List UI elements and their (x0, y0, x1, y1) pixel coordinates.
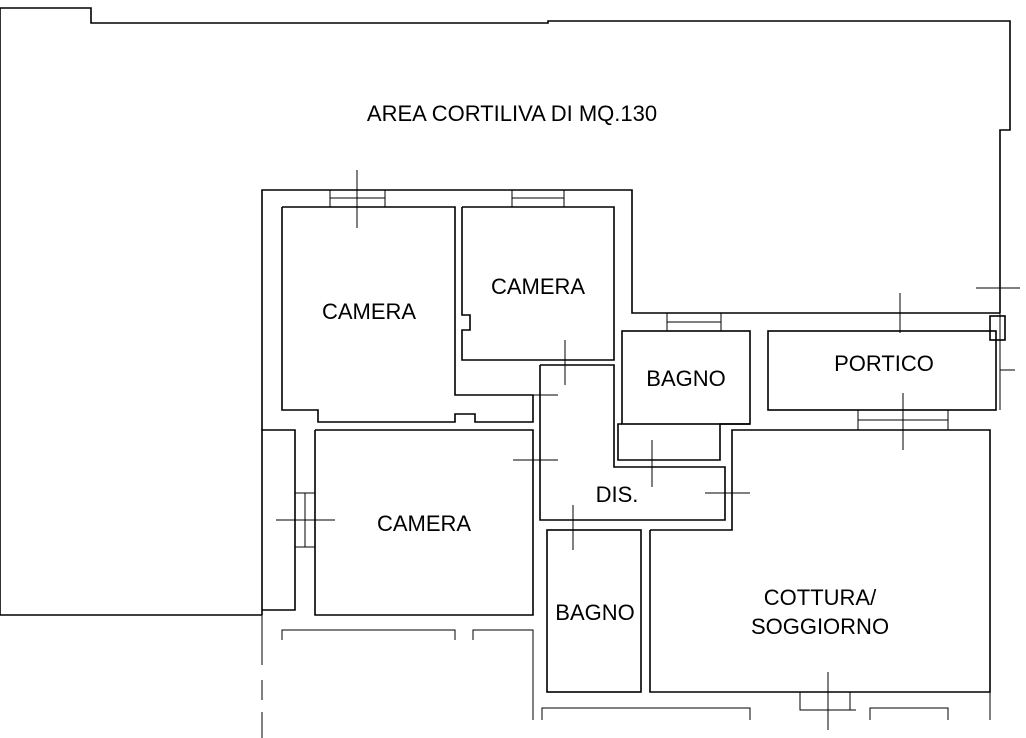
opening-marks (276, 170, 1020, 730)
portico-pillar (989, 315, 1006, 341)
room-label-soggiorno: SOGGIORNO (751, 614, 889, 639)
outer-wall (261, 429, 296, 615)
room-camera-2 (461, 206, 615, 361)
room-bagno-1-lower (617, 423, 750, 461)
room-camera-1 (281, 206, 534, 423)
room-camera-3 (314, 429, 534, 616)
room-label-dis: DIS. (596, 482, 639, 507)
room-label-portico: PORTICO (834, 351, 934, 376)
room-label-bagno-2: BAGNO (555, 600, 634, 625)
courtyard-label: AREA CORTILIVA DI MQ.130 (367, 101, 657, 126)
room-cottura (649, 429, 991, 693)
outer-wall-top (261, 189, 1000, 430)
courtyard-boundary (0, 7, 1011, 616)
room-label-cottura: COTTURA/ (764, 585, 877, 610)
room-label-camera-2: CAMERA (491, 274, 585, 299)
room-bagno-2 (546, 529, 642, 693)
room-dis (539, 364, 726, 521)
room-label-bagno-1: BAGNO (646, 366, 725, 391)
lower-partial-walls (261, 615, 991, 738)
room-label-camera-3: CAMERA (377, 511, 471, 536)
room-label-camera-1: CAMERA (322, 299, 416, 324)
